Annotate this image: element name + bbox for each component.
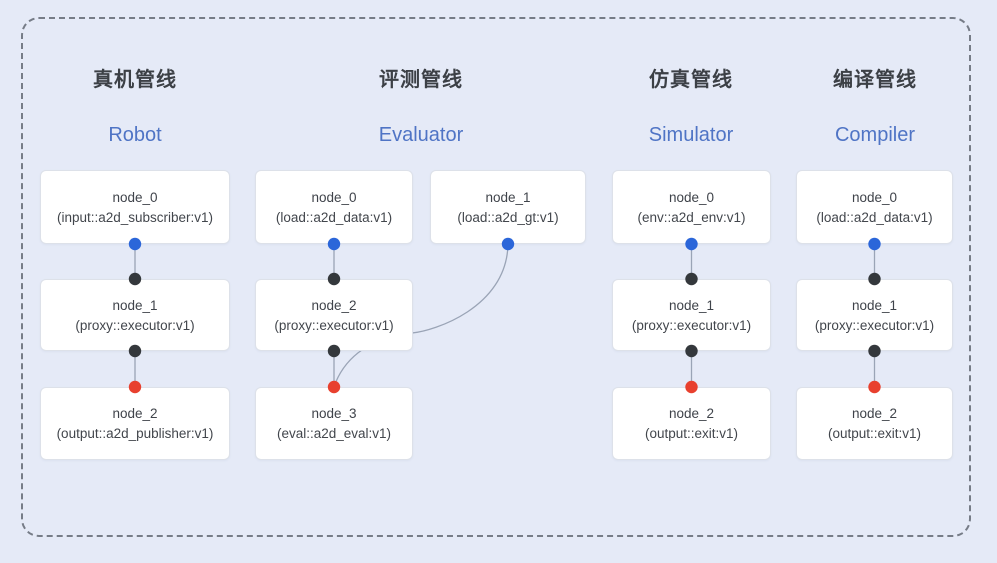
pipeline-title-en-compiler: Compiler [834, 124, 916, 146]
node-type: (output::a2d_publisher:v1) [56, 426, 214, 441]
node-type: (proxy::executor:v1) [75, 317, 195, 333]
node-card-robot-node1: node_1 (proxy::executor:v1) [40, 279, 230, 351]
pipeline-title-zh-simulator: 仿真管线 [649, 69, 733, 91]
pipeline-title-en-robot: Robot [108, 124, 162, 146]
node-type: (output::exit:v1) [827, 426, 922, 441]
node-type: (load::a2d_gt:v1) [457, 209, 559, 225]
pipeline-title-en-simulator: Simulator [648, 124, 734, 146]
node-card-simulator-node0: node_0 (env::a2d_env:v1) [612, 170, 771, 244]
node-card-evaluator-node1: node_1 (load::a2d_gt:v1) [430, 170, 586, 244]
node-card-evaluator-node2: node_2 (proxy::executor:v1) [255, 279, 413, 351]
node-card-simulator-node2: node_2 (output::exit:v1) [612, 387, 771, 460]
node-type: (proxy::executor:v1) [631, 317, 752, 333]
node-type: (env::a2d_env:v1) [637, 209, 746, 225]
node-card-evaluator-node3: node_3 (eval::a2d_eval:v1) [255, 387, 413, 460]
node-type: (proxy::executor:v1) [814, 317, 935, 333]
node-type: (load::a2d_data:v1) [275, 209, 393, 225]
node-type: (eval::a2d_eval:v1) [276, 426, 392, 441]
node-name: node_0 [311, 189, 357, 205]
node-name: node_0 [668, 189, 715, 205]
node-card-simulator-node1: node_1 (proxy::executor:v1) [612, 279, 771, 351]
node-card-robot-node0: node_0 (input::a2d_subscriber:v1) [40, 170, 230, 244]
node-name: node_1 [851, 297, 898, 313]
node-name: node_1 [112, 297, 158, 313]
node-card-compiler-node0: node_0 (load::a2d_data:v1) [796, 170, 953, 244]
node-type: (input::a2d_subscriber:v1) [56, 209, 214, 225]
pipeline-title-zh-robot: 真机管线 [93, 69, 177, 91]
node-card-robot-node2: node_2 (output::a2d_publisher:v1) [40, 387, 230, 460]
node-name: node_2 [112, 406, 158, 421]
node-type: (load::a2d_data:v1) [816, 209, 933, 225]
node-card-compiler-node2: node_2 (output::exit:v1) [796, 387, 953, 460]
node-name: node_0 [851, 189, 898, 205]
node-name: node_1 [668, 297, 715, 313]
node-name: node_0 [112, 189, 158, 205]
node-name: node_2 [851, 406, 898, 421]
node-type: (output::exit:v1) [644, 426, 739, 441]
node-type: (proxy::executor:v1) [274, 317, 394, 333]
node-name: node_2 [311, 297, 357, 313]
pipeline-title-zh-evaluator: 评测管线 [379, 69, 463, 91]
node-name: node_2 [668, 406, 715, 421]
pipeline-title-en-evaluator: Evaluator [378, 124, 464, 146]
node-name: node_3 [311, 406, 357, 421]
node-name: node_1 [485, 189, 531, 205]
pipeline-title-zh-compiler: 编译管线 [833, 69, 917, 91]
node-card-compiler-node1: node_1 (proxy::executor:v1) [796, 279, 953, 351]
node-card-evaluator-node0: node_0 (load::a2d_data:v1) [255, 170, 413, 244]
